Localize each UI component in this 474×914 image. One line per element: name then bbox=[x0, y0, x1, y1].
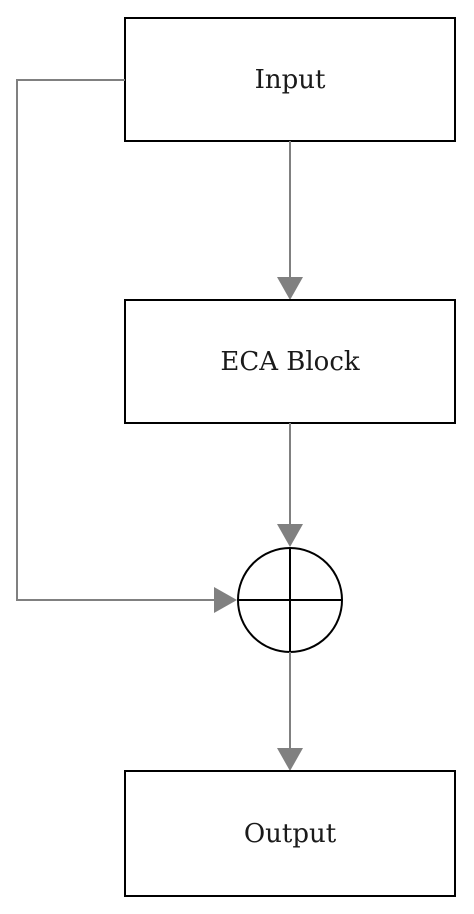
input-node: Input bbox=[124, 17, 456, 142]
arrow-adder-to-output bbox=[277, 652, 303, 771]
arrow-eca-to-adder bbox=[277, 423, 303, 547]
arrow-input-to-eca-head bbox=[277, 277, 303, 300]
circled-plus-icon bbox=[237, 547, 343, 653]
eca-block-box bbox=[124, 299, 456, 424]
arrow-adder-to-output-head bbox=[277, 748, 303, 771]
eca-block-label: ECA Block bbox=[220, 347, 360, 377]
skip-connection-arrow bbox=[16, 79, 237, 613]
output-box bbox=[124, 770, 456, 897]
output-node: Output bbox=[124, 770, 456, 897]
input-label: Input bbox=[255, 65, 326, 95]
eca-block-node: ECA Block bbox=[124, 299, 456, 424]
output-label: Output bbox=[244, 819, 337, 849]
skip-connection-head bbox=[214, 587, 237, 613]
arrow-input-to-eca bbox=[277, 141, 303, 300]
skip-connection-line bbox=[16, 79, 217, 601]
arrow-eca-to-adder-head bbox=[277, 524, 303, 547]
input-box bbox=[124, 17, 456, 142]
